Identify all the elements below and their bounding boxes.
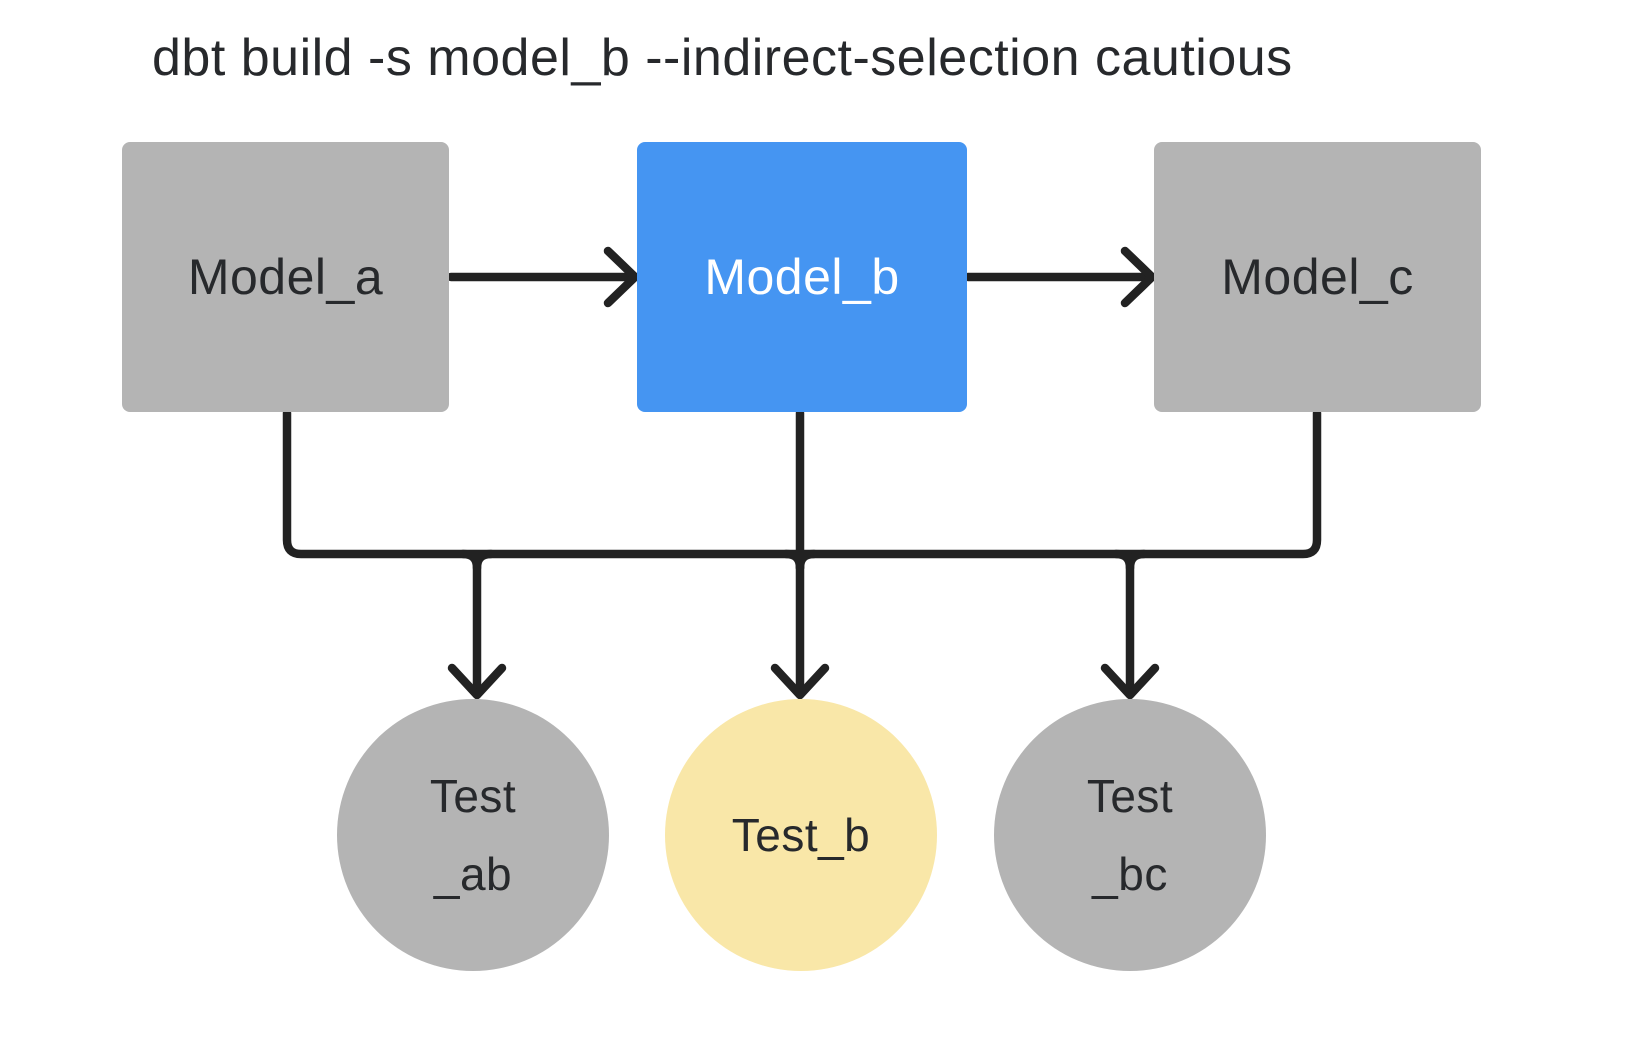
node-test-b[interactable]: Test_b [665, 699, 937, 971]
command-title: dbt build -s model_b --indirect-selectio… [152, 29, 1293, 87]
node-model-b[interactable]: Model_b [637, 142, 967, 412]
node-test-bc-label-line2: _bc [1092, 848, 1168, 900]
arrow-model-b-to-model-c-icon [963, 246, 1157, 308]
arrow-bus-to-test-bc-icon [1100, 549, 1160, 700]
node-test-b-label-line1: Test_b [731, 808, 871, 861]
node-model-c-label: Model_c [1221, 249, 1414, 305]
arrow-model-a-to-model-b-icon [446, 246, 640, 308]
node-test-ab[interactable]: Test _ab [337, 699, 609, 971]
node-test-ab-label-line2: _ab [433, 848, 513, 900]
node-model-a[interactable]: Model_a [122, 142, 449, 412]
node-test-bc[interactable]: Test _bc [994, 699, 1266, 971]
node-test-ab-label-line1: Test [429, 769, 517, 822]
node-model-c[interactable]: Model_c [1154, 142, 1481, 412]
arrow-bus-to-test-ab-icon [447, 549, 507, 700]
node-model-b-label: Model_b [704, 249, 900, 305]
node-test-bc-label-line1: Test [1086, 769, 1174, 822]
node-model-a-label: Model_a [187, 249, 384, 305]
arrow-model-b-to-test-b-icon [770, 408, 830, 700]
